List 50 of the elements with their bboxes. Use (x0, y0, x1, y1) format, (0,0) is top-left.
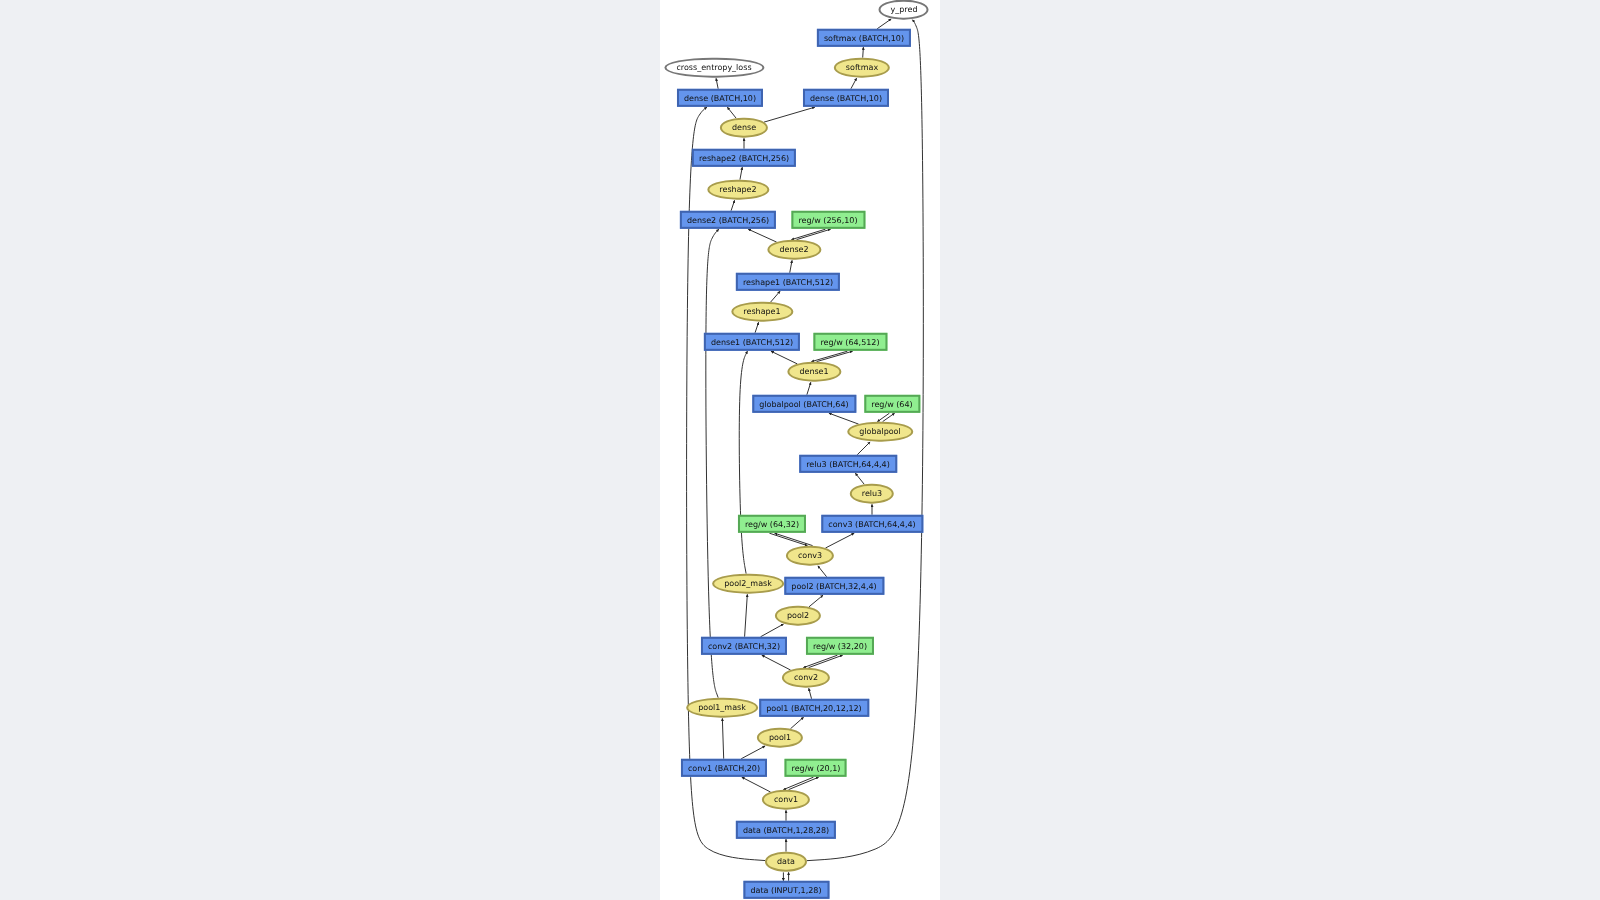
arrow (802, 654, 838, 669)
arrow (824, 532, 855, 549)
arrow (787, 871, 791, 882)
arrow (806, 381, 812, 396)
arrow (850, 77, 858, 90)
arrow (817, 565, 828, 578)
arrow (808, 687, 813, 700)
arrow (768, 532, 808, 547)
arrow (876, 18, 892, 30)
arrow (808, 594, 824, 608)
arrow (730, 199, 736, 212)
arrow (828, 412, 860, 425)
arrow (761, 654, 792, 671)
arrow (742, 137, 746, 150)
arrow (806, 19, 924, 862)
arrow (770, 290, 781, 303)
arrow (739, 166, 744, 181)
arrow (744, 593, 749, 638)
arrow (763, 106, 816, 123)
arrow (861, 46, 865, 59)
arrow (870, 503, 874, 516)
arrow (747, 228, 778, 243)
arrow (788, 776, 820, 791)
arrow (816, 350, 854, 363)
arrow (741, 776, 772, 793)
arrow (726, 106, 737, 119)
arrow (738, 350, 748, 575)
arrow (760, 623, 784, 638)
arrow (796, 228, 832, 241)
arrow (740, 745, 766, 760)
arrow (784, 838, 788, 853)
arrow (808, 654, 844, 669)
arrow (720, 717, 725, 760)
arrow (876, 412, 890, 423)
arrow (784, 809, 788, 822)
arrow (789, 259, 794, 274)
arrow (810, 350, 848, 363)
arrow (782, 776, 814, 791)
arrow (715, 77, 719, 90)
arrow (774, 532, 814, 547)
arrow (770, 350, 798, 365)
arrow (882, 412, 896, 423)
arrow (705, 228, 720, 699)
arrow (790, 228, 826, 241)
arrow (781, 871, 785, 882)
arrow (790, 716, 805, 730)
arrow (686, 106, 766, 862)
arrow (754, 321, 760, 334)
arrow (856, 441, 871, 456)
arrow (854, 472, 865, 485)
